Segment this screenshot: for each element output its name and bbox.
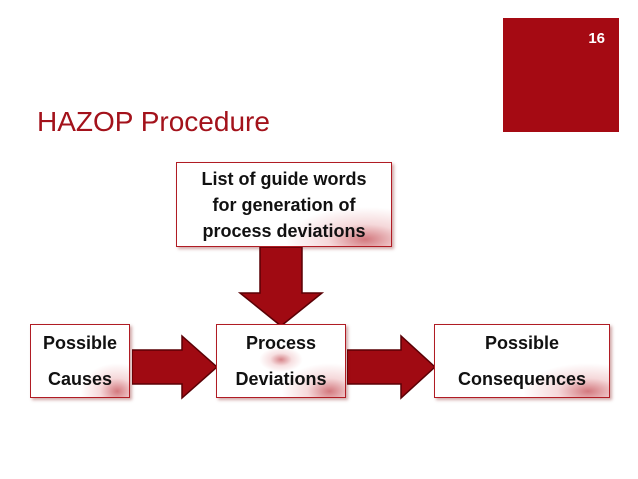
guide-words-line-1: List of guide words <box>201 168 367 189</box>
consequences-line-1: Possible <box>484 333 560 353</box>
consequences-line-2: Consequences <box>457 369 587 389</box>
process-line-2: Deviations <box>235 369 327 389</box>
guide-words-line-2: for generation of <box>212 194 356 215</box>
slide-title: HAZOP Procedure <box>37 106 270 137</box>
causes-line-1: Possible <box>42 333 118 353</box>
slide-number-box: 16 <box>503 18 619 132</box>
guide-words-box: List of guide words for generation of pr… <box>176 162 392 247</box>
possible-causes-box: Possible Causes <box>30 324 130 398</box>
process-line-1: Process <box>245 333 317 353</box>
guide-words-line-3: process deviations <box>202 220 366 241</box>
down-arrow <box>237 247 325 327</box>
possible-consequences-box: Possible Consequences <box>434 324 610 398</box>
right-arrow-process-to-consequences <box>347 334 437 400</box>
slide-number: 16 <box>588 30 605 47</box>
right-arrow-causes-to-process <box>132 334 219 400</box>
causes-line-2: Causes <box>47 369 113 389</box>
process-deviations-box: Process Deviations <box>216 324 346 398</box>
